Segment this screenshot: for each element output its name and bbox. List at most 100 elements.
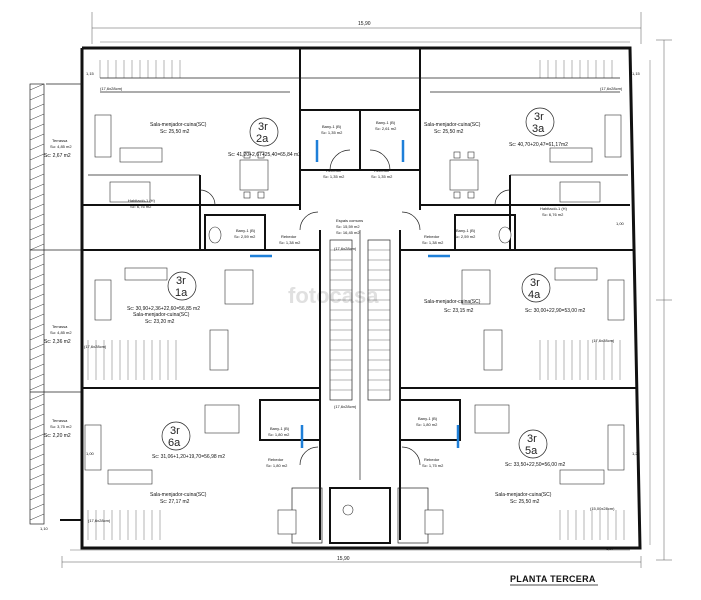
unit-5a-code-1: 3r bbox=[527, 433, 537, 445]
unit-5a-sala-area: Sc: 25,50 m2 bbox=[510, 499, 540, 505]
unit-2a-code-2: 2a bbox=[256, 133, 269, 145]
rebedor-2a-area: Sc: 1,35 m2 bbox=[323, 174, 345, 179]
step-tag: (17,6x28cm) bbox=[600, 86, 623, 91]
unit-6a-total: Sc: 31,06+1,20+19,70=56,98 m2 bbox=[152, 454, 225, 460]
unit-3a-sala-area: Sc: 25,50 m2 bbox=[434, 129, 464, 135]
hab-right-area: Sc: 6,76 m2 bbox=[542, 212, 564, 217]
bany-5a-label: Bany-1 (B) bbox=[418, 416, 438, 421]
mark: 1,10 bbox=[40, 526, 49, 531]
hab-right-label: Habitació-1 (H) bbox=[540, 206, 568, 211]
unit-4a-sala: Sala-menjador-cuina(SC) bbox=[424, 299, 481, 305]
unit-6a-sala: Sala-menjador-cuina(SC) bbox=[150, 492, 207, 498]
rebedor-5a-label: Rebedor bbox=[424, 457, 440, 462]
staircase bbox=[87, 60, 625, 540]
rebedor-3a-area: Sc: 1,35 m2 bbox=[371, 174, 393, 179]
unit-4a-sala-area: Sc: 23,15 m2 bbox=[444, 308, 474, 314]
unit-1a-sala: Sala-menjador-cuina(SC) bbox=[133, 312, 190, 318]
bany-5a-area: Sc: 1,80 m2 bbox=[416, 422, 438, 427]
step-tag: (15,00x28cm) bbox=[590, 506, 615, 511]
step-tag: (17,6x28cm) bbox=[84, 344, 107, 349]
misc-marks: 1,15 1,15 1,00 1,20 1,10 1,00 1,27 bbox=[40, 71, 641, 551]
unit-4a: 3r 4a Sala-menjador-cuina(SC) Sc: 23,15 … bbox=[424, 273, 586, 314]
unit-1a: 3r 1a Sala-menjador-cuina(SC) Sc: 23,20 … bbox=[127, 271, 200, 325]
plan-title-group: PLANTA TERCERA bbox=[510, 574, 598, 586]
mark: 1,20 bbox=[632, 451, 641, 456]
room-labels: Habitació-1 (H) Sc: 6,76 m2 Habitació-1 … bbox=[128, 120, 568, 468]
unit-6a: 3r 6a Sala-menjador-cuina(SC) Sc: 27,17 … bbox=[150, 421, 225, 505]
terrace-2-area2: Sc: 2,36 m2 bbox=[44, 339, 71, 345]
unit-5a-sala: Sala-menjador-cuina(SC) bbox=[495, 492, 552, 498]
right-dimension-rail bbox=[649, 39, 672, 561]
unit-3a-code-2: 3a bbox=[532, 123, 545, 135]
top-dimension: 15,90 bbox=[91, 12, 642, 49]
left-terrace-strip bbox=[29, 83, 82, 525]
bany-6a-area: Sc: 1,80 m2 bbox=[268, 432, 290, 437]
terrace-1-area1: Su: 4,85 m2 bbox=[50, 144, 72, 149]
interior-walls bbox=[82, 48, 636, 544]
rebedor-1a-area: Sc: 1,38 m2 bbox=[279, 240, 301, 245]
step-tag: (17,6x28cm) bbox=[334, 246, 357, 251]
rebedor-6a-area: Sc: 1,80 m2 bbox=[266, 463, 288, 468]
terrace-3-area2: Sc: 2,20 m2 bbox=[44, 433, 71, 439]
door-markers bbox=[250, 140, 460, 448]
step-tag: (17,6x28cm) bbox=[592, 338, 615, 343]
terrace-2-label: Terrassa bbox=[52, 324, 68, 329]
mark: 1,27 bbox=[606, 546, 615, 551]
unit-3a-total: Sc: 40,70+20,47=61,17m2 bbox=[509, 142, 568, 148]
unit-6a-code-1: 3r bbox=[170, 425, 180, 437]
mark: 1,00 bbox=[86, 451, 95, 456]
mark: 1,15 bbox=[632, 71, 641, 76]
unit-1a-code-2: 1a bbox=[175, 287, 188, 299]
terrace-1-label: Terrassa bbox=[52, 138, 68, 143]
unit-1a-total: Sc: 30,90+2,36+22,60=56,85 m2 bbox=[127, 306, 200, 312]
unit-2a-sala-area: Sc: 25,50 m2 bbox=[160, 129, 190, 135]
terrace-3-area1: Su: 3,75 m2 bbox=[50, 424, 72, 429]
step-tag: (17,6x28cm) bbox=[334, 404, 357, 409]
rebedor-4a-label: Rebedor bbox=[424, 234, 440, 239]
bany-4a-area: Sc: 2,59 m2 bbox=[454, 234, 476, 239]
door-swings bbox=[199, 149, 511, 466]
furniture bbox=[84, 114, 625, 535]
terrace-labels: Terrassa Su: 4,85 m2 Sc: 2,67 m2 Terrass… bbox=[44, 138, 72, 439]
unit-1a-code-1: 3r bbox=[176, 275, 186, 287]
rebedor-3a-label: Rebedor bbox=[374, 168, 390, 173]
terrace-1-area2: Sc: 2,67 m2 bbox=[44, 153, 71, 159]
unit-2a: 3r 2a Sala-menjador-cuina(SC) Sc: 25,50 … bbox=[150, 117, 301, 158]
mark: 1,00 bbox=[616, 221, 625, 226]
rebedor-6a-label: Rebedor bbox=[268, 457, 284, 462]
overall-width-bottom: 15,90 bbox=[337, 556, 350, 562]
unit-5a-code-2: 5a bbox=[525, 445, 538, 457]
rebedor-4a-area: Sc: 1,38 m2 bbox=[422, 240, 444, 245]
unit-3a-code-1: 3r bbox=[534, 111, 544, 123]
terrace-2-area1: Su: 4,85 m2 bbox=[50, 330, 72, 335]
hab-left-label: Habitació-1 (H) bbox=[128, 198, 156, 203]
bany-3a-area: Sc: 2,61 m2 bbox=[375, 126, 397, 131]
unit-4a-total: Sc: 30,00+22,90=53,00 m2 bbox=[525, 308, 586, 314]
unit-2a-sala: Sala-menjador-cuina(SC) bbox=[150, 122, 207, 128]
unit-2a-code-1: 3r bbox=[258, 121, 268, 133]
rebedor-2a-label: Rebedor bbox=[326, 168, 342, 173]
rebedor-5a-area: Sc: 1,75 m2 bbox=[422, 463, 444, 468]
unit-6a-sala-area: Sc: 27,17 m2 bbox=[160, 499, 190, 505]
unit-4a-code-2: 4a bbox=[528, 289, 541, 301]
overall-width-top: 15,90 bbox=[358, 21, 371, 27]
espais-area1: Sc: 15,59 m2 bbox=[336, 224, 360, 229]
step-tags: (17,6x28cm) (17,6x28cm) (17,6x28cm) (17,… bbox=[84, 86, 623, 523]
unit-3a: 3r 3a Sala-menjador-cuina(SC) Sc: 25,50 … bbox=[424, 107, 568, 148]
step-tag: (17,6x28cm) bbox=[100, 86, 123, 91]
unit-6a-code-2: 6a bbox=[168, 437, 181, 449]
espais-label: Espais comuns bbox=[336, 218, 363, 223]
rebedor-1a-label: Rebedor bbox=[281, 234, 297, 239]
unit-4a-code-1: 3r bbox=[530, 277, 540, 289]
unit-1a-sala-area: Sc: 23,20 m2 bbox=[145, 319, 175, 325]
bottom-dimension: 15,90 bbox=[61, 549, 642, 568]
espais-area2: Sc: 16,45 m2 bbox=[336, 230, 360, 235]
hab-left-area: Sc: 6,76 m2 bbox=[130, 204, 152, 209]
terrace-3-label: Terrassa bbox=[52, 418, 68, 423]
plan-title: PLANTA TERCERA bbox=[510, 574, 596, 584]
step-tag: (17,6x28cm) bbox=[88, 518, 111, 523]
bany-1a-area: Sc: 2,59 m2 bbox=[234, 234, 256, 239]
unit-5a-total: Sc: 33,50+22,50=56,00 m2 bbox=[505, 462, 566, 468]
bany-1a-label: Bany-1 (B) bbox=[236, 228, 256, 233]
